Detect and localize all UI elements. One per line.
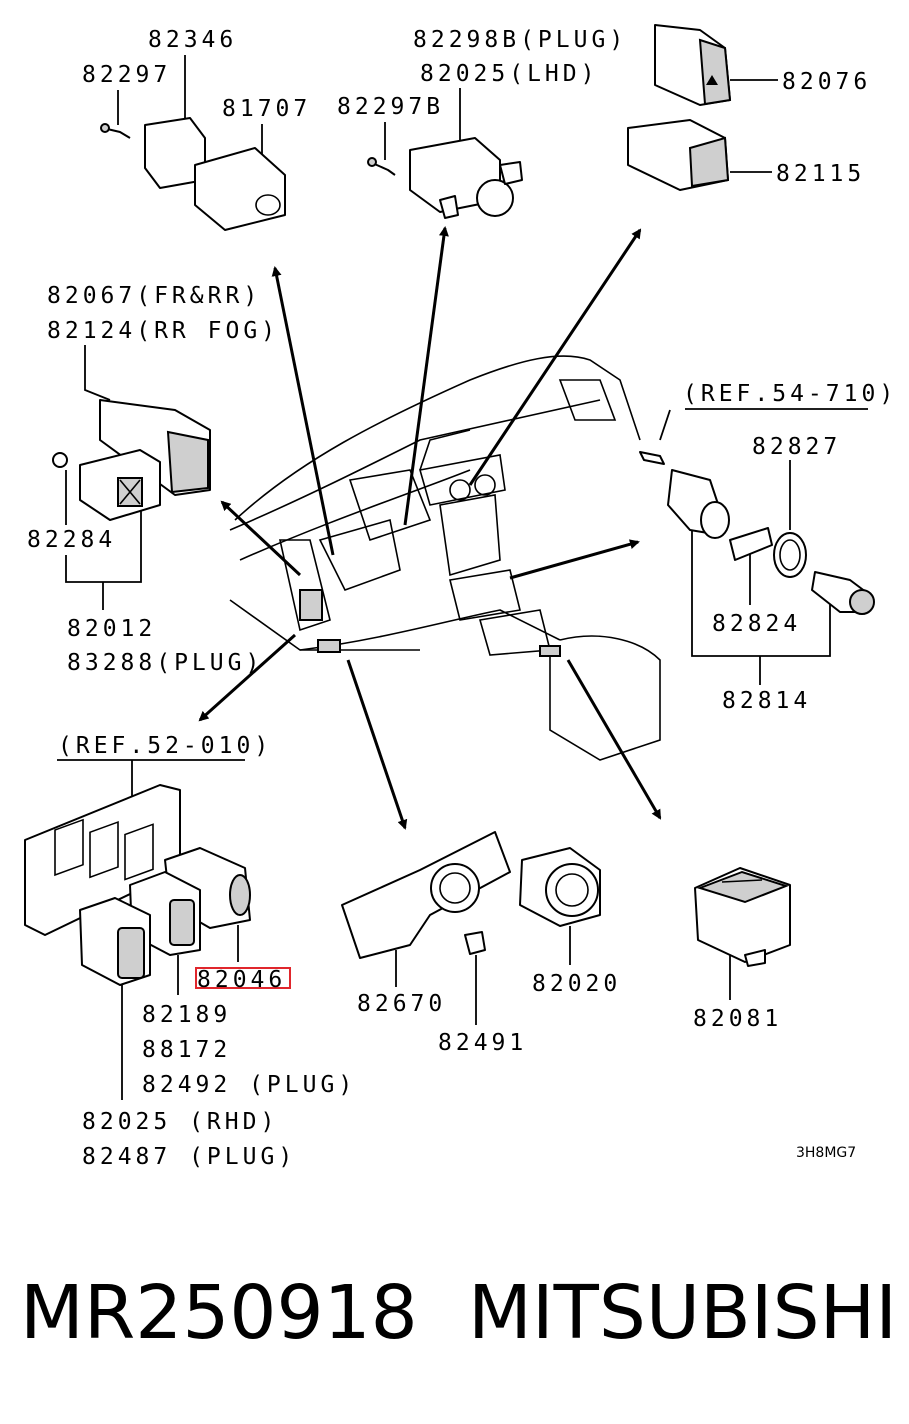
hazard-triangle-icon [706,75,718,85]
part-group-82012: 82067(FR&RR) 82124(RR FOG) 82284 82012 8… [27,283,279,676]
label-82046: 82046 [197,967,286,993]
label-82067: 82067(FR&RR) [47,283,261,309]
label-82115: 82115 [776,161,865,187]
relay-81707 [194,147,286,231]
label-82492-plug: 82492 (PLUG) [142,1072,356,1098]
part-group-81707: 82346 82297 81707 [82,27,311,231]
label-82076: 82076 [782,69,871,95]
bracket-82670 [341,831,511,959]
arrow-to-82670 [346,659,408,830]
part-group-82081: 82081 [693,867,791,1032]
label-82020: 82020 [532,971,621,997]
direction-arrows [198,226,662,830]
label-ref-54-710: (REF.54-710) [683,381,897,407]
label-82297b: 82297B [337,94,444,120]
part-group-82025-lhd: 82298B(PLUG) 82025(LHD) 82297B [337,27,627,219]
arrow-to-panel [198,633,297,722]
label-82298b-plug: 82298B(PLUG) [413,27,627,53]
label-81707: 81707 [222,96,311,122]
label-82012: 82012 [67,616,156,642]
screw-82284 [52,452,68,468]
part-number: MR250918 [20,1270,418,1356]
label-82025-lhd: 82025(LHD) [420,61,598,87]
arrow-to-82012 [220,500,302,577]
part-group-switch-panel: (REF.52-010) 82046 82189 88172 82492 (PL… [24,733,356,1170]
arrow-to-82081 [566,659,662,820]
part-group-82670: 82670 82491 82020 [341,831,621,1056]
label-82284: 82284 [27,527,116,553]
bracket-82824 [729,527,773,561]
label-82487-plug: 82487 (PLUG) [82,1144,296,1170]
label-82346: 82346 [148,27,237,53]
footer: MR250918 MITSUBISHI [0,1262,909,1372]
label-82827: 82827 [752,434,841,460]
label-82081: 82081 [693,1006,782,1032]
label-82025-rhd: 82025 (RHD) [82,1109,278,1135]
label-82814: 82814 [722,688,811,714]
diagram-code: 3H8MG7 [796,1145,856,1161]
arrow-to-81707 [271,266,335,556]
label-ref-52-010: (REF.52-010) [58,733,272,759]
dashboard-illustration [229,355,661,761]
label-82297: 82297 [82,62,171,88]
arrow-to-82076 [468,228,642,486]
label-88172: 88172 [142,1037,231,1063]
arrow-to-82814 [509,539,640,580]
label-82189: 82189 [142,1002,231,1028]
label-82670: 82670 [357,991,446,1017]
part-group-82814: (REF.54-710) 82827 82824 82814 [639,381,897,714]
parts-diagram: 82346 82297 81707 82298B(PLUG) 82025(LHD… [24,24,897,1170]
bulb-ref-54-710 [639,451,665,465]
part-group-82076: 82076 82115 [627,24,871,191]
nut-82491 [464,931,486,955]
label-83288-plug: 83288(PLUG) [67,650,263,676]
brand-name: MITSUBISHI [468,1270,898,1356]
label-82824: 82824 [712,611,801,637]
arrow-to-82025-lhd [403,226,449,526]
label-82124: 82124(RR FOG) [47,318,279,344]
ring-82827 [773,532,807,578]
label-82491: 82491 [438,1030,527,1056]
highlight-box-82046 [195,967,291,989]
